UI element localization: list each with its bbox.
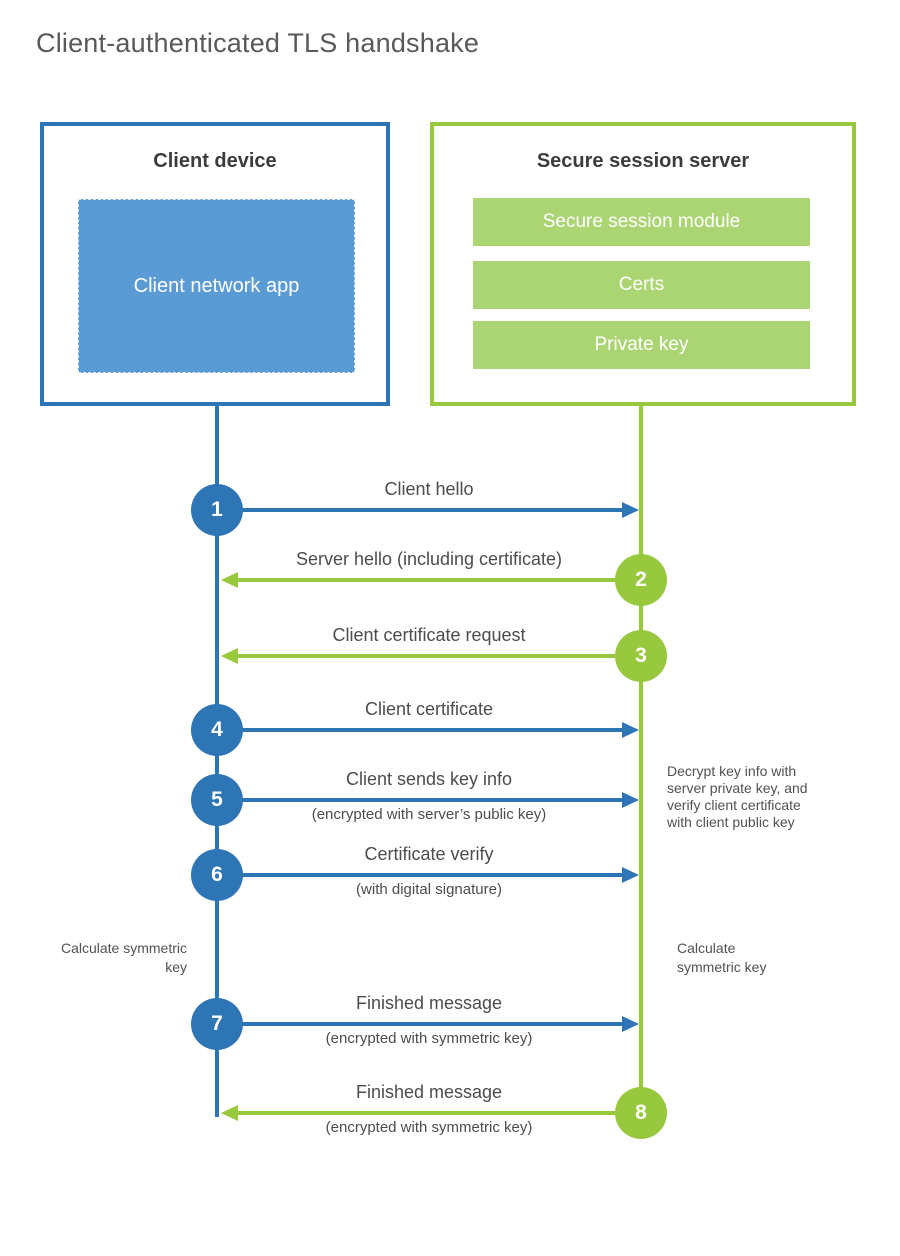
step-badge-5: 5 (191, 774, 243, 826)
message-label: Client hello (384, 479, 474, 499)
page-title: Client-authenticated TLS handshake (36, 28, 480, 58)
secure-session-server-title: Secure session server (536, 150, 750, 172)
message-arrow-right (219, 792, 639, 808)
message-label: Finished message (355, 993, 503, 1013)
client-network-app-box: Client network app (78, 199, 355, 373)
message-arrow-right (219, 867, 639, 883)
secure-session-server-box: Secure session server Secure session mod… (430, 122, 856, 406)
message-label: Client certificate request (332, 625, 526, 645)
private-key-bar: Private key (473, 321, 810, 369)
message-label: Server hello (including certificate) (295, 549, 563, 569)
client-device-box: Client device Client network app (40, 122, 390, 406)
decrypt-note: Decrypt key info with server private key… (667, 763, 808, 830)
server-lifeline (639, 405, 643, 1113)
message-sublabel: (encrypted with server’s public key) (311, 806, 547, 823)
message-arrow-right (219, 1016, 639, 1032)
message-arrow-left (221, 572, 641, 588)
step-badge-6: 6 (191, 849, 243, 901)
message-label: Finished message (355, 1082, 503, 1102)
client-network-app-label: Client network app (133, 274, 300, 297)
message-label: Certificate verify (364, 844, 494, 864)
step-badge-2: 2 (615, 554, 667, 606)
step-badge-1: 1 (191, 484, 243, 536)
private-key-label: Private key (594, 334, 689, 355)
message-arrow-left (221, 648, 641, 664)
certs-bar: Certs (473, 261, 810, 309)
secure-session-module-bar: Secure session module (473, 198, 810, 246)
step-badge-7: 7 (191, 998, 243, 1050)
step-badge-8: 8 (615, 1087, 667, 1139)
message-arrow-left (221, 1105, 641, 1121)
calculate-symmetric-key-note-client: Calculate symmetric key (60, 940, 187, 975)
certs-label: Certs (618, 274, 665, 295)
client-device-title: Client device (153, 150, 277, 172)
message-label: Client certificate (364, 699, 494, 719)
message-arrow-right (219, 722, 639, 738)
message-sublabel: (encrypted with symmetric key) (325, 1119, 533, 1136)
message-sublabel: (encrypted with symmetric key) (325, 1030, 533, 1047)
step-badge-3: 3 (615, 630, 667, 682)
message-sublabel: (with digital signature) (356, 881, 502, 898)
calculate-symmetric-key-note-server: Calculate symmetric key (677, 940, 767, 975)
step-badge-4: 4 (191, 704, 243, 756)
client-lifeline (215, 405, 219, 1117)
secure-session-module-label: Secure session module (542, 211, 741, 232)
message-label: Client sends key info (345, 769, 513, 789)
message-arrow-right (219, 502, 639, 518)
